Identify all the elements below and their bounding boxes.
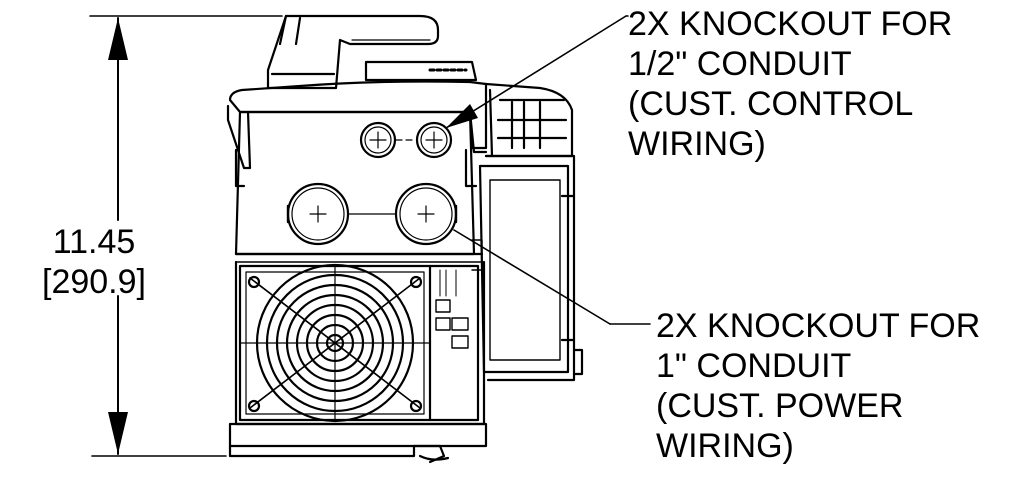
callout-line: 1" CONDUIT [656,347,852,385]
callout-power-knockouts: 2X KNOCKOUT FOR 1" CONDUIT (CUST. POWER … [656,306,980,466]
callout-line: (CUST. CONTROL [628,85,914,123]
dimension-inches: 11.45 [52,223,136,261]
callout-line: 2X KNOCKOUT FOR [628,5,953,43]
dimension-label: 11.45 [290.9] [24,222,164,302]
height-dimension [90,16,282,456]
base-plate [230,424,486,462]
front-housing [236,112,482,262]
top-cover [228,82,486,169]
callout-line: (CUST. POWER [656,387,904,425]
keypad-handle [268,16,438,88]
fan-section [236,240,484,424]
callout-line: WIRING) [628,125,766,163]
callout-line: 2X KNOCKOUT FOR [656,307,981,345]
side-assembly [480,84,582,380]
arrow-down-icon [108,412,128,454]
leader-top [446,16,628,128]
small-knockouts [361,123,451,157]
top-rail [366,62,476,80]
arrow-up-icon [108,18,128,60]
callout-control-knockouts: 2X KNOCKOUT FOR 1/2" CONDUIT (CUST. CONT… [628,4,952,164]
callout-line: WIRING) [656,427,794,465]
dimension-millimeters: [290.9] [42,263,146,301]
callout-line: 1/2" CONDUIT [628,45,852,83]
leader-arrow-icon [446,104,478,128]
leader-bottom [454,230,650,324]
large-knockouts [288,184,456,244]
